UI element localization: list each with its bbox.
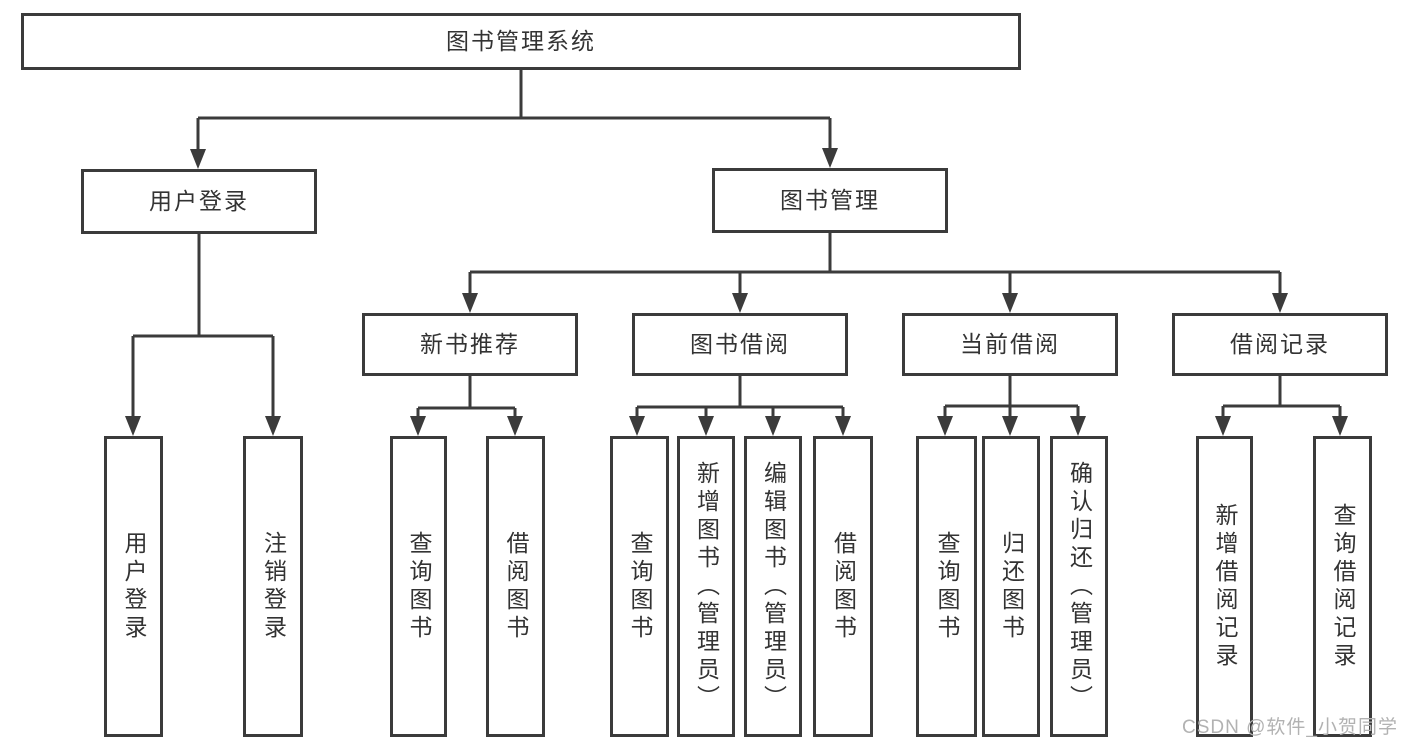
node-label: 图书管理 xyxy=(780,186,880,213)
node-current-borrow: 当前借阅 xyxy=(902,313,1118,376)
node-logout-action: 注销登录 xyxy=(243,436,303,737)
node-br-query-record: 查询借阅记录 xyxy=(1313,436,1372,737)
arrowheads xyxy=(125,148,1348,436)
node-label: 新增图书（管理员） xyxy=(693,460,720,713)
node-label: 借阅记录 xyxy=(1230,330,1330,357)
node-bb-edit-books: 编辑图书（管理员） xyxy=(744,436,802,737)
node-user-login: 用户登录 xyxy=(81,169,317,234)
node-cb-query-books: 查询图书 xyxy=(916,436,977,737)
node-label: 图书借阅 xyxy=(690,330,790,357)
node-label: 当前借阅 xyxy=(960,330,1060,357)
node-bb-add-books: 新增图书（管理员） xyxy=(677,436,735,737)
node-label: 编辑图书（管理员） xyxy=(760,460,787,713)
node-label: 新书推荐 xyxy=(420,330,520,357)
node-br-add-record: 新增借阅记录 xyxy=(1196,436,1253,737)
node-root: 图书管理系统 xyxy=(21,13,1021,70)
node-bb-borrow-books: 借阅图书 xyxy=(813,436,873,737)
node-book-management: 图书管理 xyxy=(712,168,948,233)
node-label: 查询图书 xyxy=(627,530,653,643)
node-user-login-action: 用户登录 xyxy=(104,436,163,737)
node-label: 注销登录 xyxy=(260,530,287,643)
node-cb-confirm-return: 确认归还（管理员） xyxy=(1050,436,1108,737)
node-label: 图书管理系统 xyxy=(446,27,596,54)
node-label: 用户登录 xyxy=(149,187,249,214)
node-bb-query-books: 查询图书 xyxy=(610,436,669,737)
node-label: 借阅图书 xyxy=(503,530,529,643)
node-label: 查询图书 xyxy=(406,530,432,643)
node-label: 新增借阅记录 xyxy=(1212,502,1238,671)
node-nbr-borrow-books: 借阅图书 xyxy=(486,436,545,737)
node-cb-return-books: 归还图书 xyxy=(982,436,1040,737)
node-book-borrow: 图书借阅 xyxy=(632,313,848,376)
node-label: 借阅图书 xyxy=(830,530,857,643)
node-label: 归还图书 xyxy=(998,530,1025,643)
node-label: 查询借阅记录 xyxy=(1330,502,1356,671)
node-nbr-query-books: 查询图书 xyxy=(390,436,447,737)
node-label: 查询图书 xyxy=(934,530,960,643)
csdn-watermark: CSDN @软件_小贺同学 xyxy=(1182,717,1398,738)
node-label: 用户登录 xyxy=(121,530,147,643)
node-new-book-recommend: 新书推荐 xyxy=(362,313,578,376)
node-borrow-records: 借阅记录 xyxy=(1172,313,1388,376)
node-label: 确认归还（管理员） xyxy=(1066,460,1093,713)
